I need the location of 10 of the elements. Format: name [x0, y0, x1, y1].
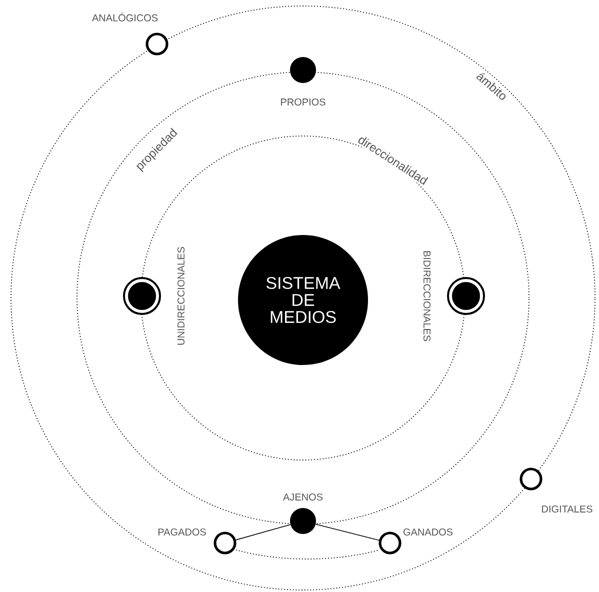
- node-label: AJENOS: [283, 493, 323, 501]
- node-label: GANADOS: [404, 528, 453, 536]
- node-label: DIGITALES: [542, 505, 592, 513]
- connector-line: [315, 524, 380, 541]
- node-label: PAGADOS: [158, 528, 206, 536]
- node-label: ANALÓGICOS: [92, 12, 158, 22]
- node-label: PROPIOS: [281, 98, 326, 106]
- node-label: BIDIRECCIONALES: [423, 251, 431, 342]
- node-label: UNIDIRECCIONALES: [177, 247, 185, 345]
- connector-line: [235, 524, 291, 540]
